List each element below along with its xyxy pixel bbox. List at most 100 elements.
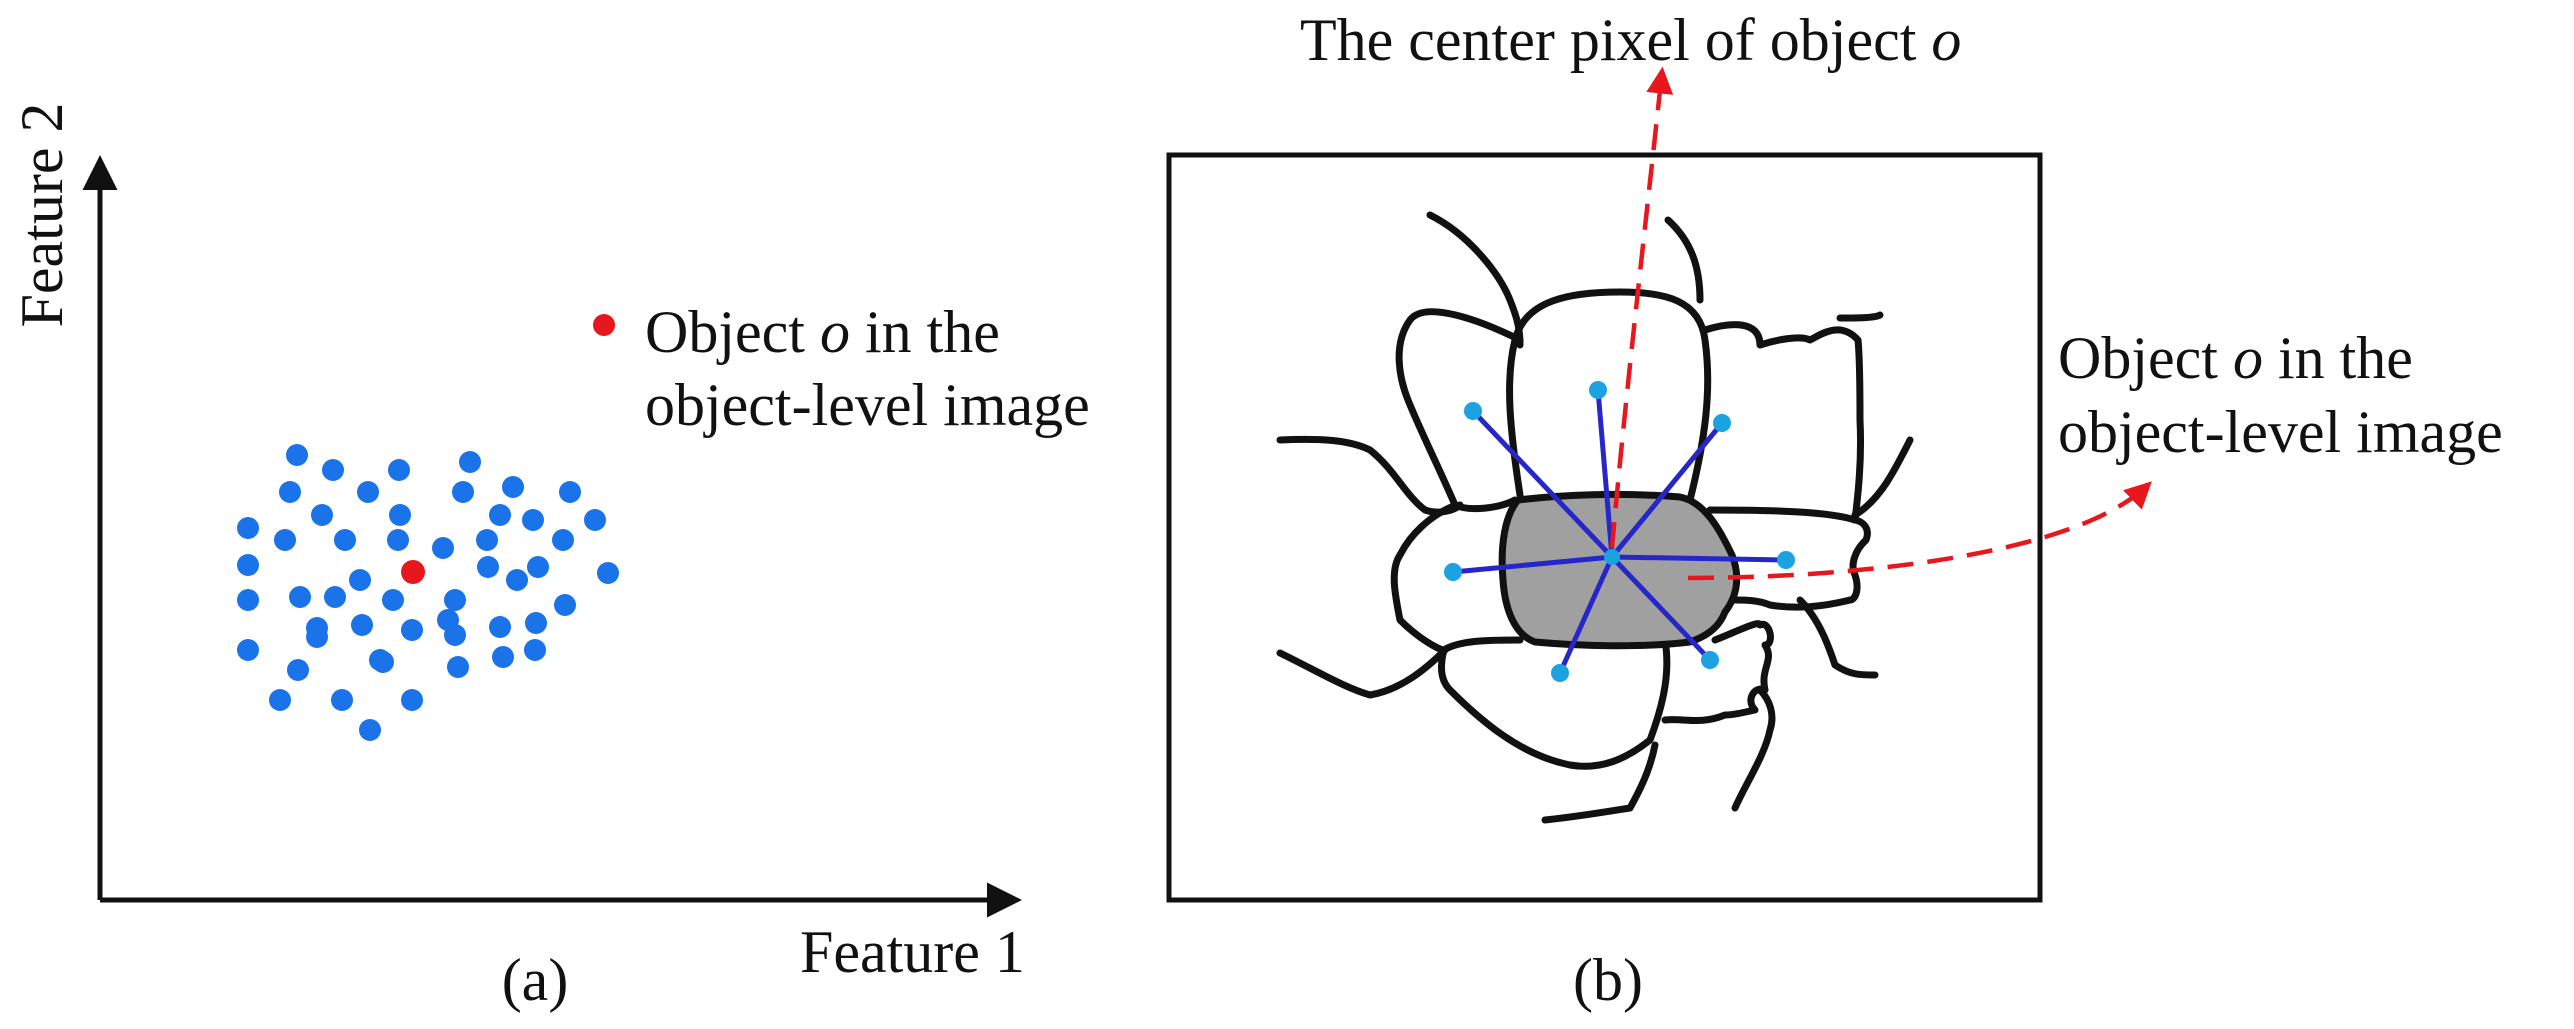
center-pixel-pointer-arrow [1609, 66, 1674, 549]
feature-point-37 [525, 612, 547, 634]
caption-a: (a) [502, 947, 569, 1013]
feature-point-14 [584, 509, 606, 531]
legend-label-line2: object-level image [645, 372, 1090, 438]
boundary-top-left [1426, 211, 1524, 349]
feature-point-47 [447, 656, 469, 678]
feature-point-33 [554, 594, 576, 616]
feature-point-24 [477, 556, 499, 578]
feature-point-30 [324, 586, 346, 608]
feature-point-7 [452, 481, 474, 503]
feature-point-6 [357, 481, 379, 503]
feature-point-49 [269, 689, 291, 711]
feature-point-26 [349, 569, 371, 591]
link-to-neighbor-6 [1557, 554, 1615, 676]
boundary-left [1276, 435, 1464, 516]
segment-left [1390, 501, 1524, 654]
feature-point-29 [289, 586, 311, 608]
boundary-upper-right-short [1836, 311, 1884, 322]
feature-point-48 [372, 651, 394, 673]
feature-point-40 [237, 639, 259, 661]
neighbor-center-5 [1701, 651, 1719, 669]
feature-point-cluster [237, 444, 619, 741]
feature-point-13 [522, 509, 544, 531]
feature-point-8 [502, 476, 524, 498]
segment-top-right [1701, 321, 1865, 524]
boundary-top-right [1664, 216, 1704, 304]
feature-point-21 [552, 529, 574, 551]
x-axis-label: Feature 1 [800, 919, 1025, 985]
segment-bottom-right [1661, 620, 1774, 724]
feature-point-19 [432, 537, 454, 559]
boundary-left-lower [1276, 646, 1449, 699]
feature-point-18 [387, 529, 409, 551]
boundary-right-lower [1796, 596, 1879, 679]
feature-point-32 [444, 589, 466, 611]
feature-point-2 [322, 459, 344, 481]
feature-point-46 [492, 646, 514, 668]
feature-point-50 [331, 689, 353, 711]
segment-right [1731, 516, 1871, 611]
feature-point-41 [306, 626, 328, 648]
neighbor-links [1450, 387, 1789, 676]
feature-point-43 [444, 624, 466, 646]
link-to-neighbor-7 [1450, 554, 1615, 575]
feature-point-34 [351, 614, 373, 636]
object-pointer-arrow [1687, 481, 2152, 581]
segment-bottom-left [1438, 636, 1671, 770]
feature-point-22 [527, 556, 549, 578]
feature-point-51 [401, 689, 423, 711]
feature-point-5 [279, 481, 301, 503]
feature-point-45 [287, 659, 309, 681]
feature-point-12 [489, 504, 511, 526]
feature-point-28 [237, 589, 259, 611]
object-label-line2: object-level image [2058, 399, 2503, 465]
feature-point-27 [597, 562, 619, 584]
feature-point-16 [274, 529, 296, 551]
neighbor-center-6 [1551, 664, 1569, 682]
object-label-line1: Object o in the [2058, 325, 2413, 391]
object-o-center-pixel [1604, 549, 1620, 565]
neighbor-center-2 [1589, 381, 1607, 399]
feature-point-25 [237, 554, 259, 576]
image-frame [1166, 152, 2043, 903]
neighbor-center-1 [1464, 402, 1482, 420]
feature-point-4 [459, 451, 481, 473]
center-pixel-label: The center pixel of object o [1300, 7, 1961, 73]
object-o-point [401, 560, 425, 584]
feature-point-52 [359, 719, 381, 741]
feature-point-17 [334, 529, 356, 551]
legend-label-line1: Object o in the [645, 299, 1000, 365]
object-o-region [1498, 490, 1741, 650]
feature-point-23 [506, 569, 528, 591]
link-to-neighbor-1 [1470, 408, 1615, 560]
feature-point-1 [286, 444, 308, 466]
neighbor-center-7 [1444, 563, 1462, 581]
feature-point-38 [401, 619, 423, 641]
boundary-bottom [1541, 741, 1659, 824]
legend-marker [593, 314, 615, 336]
link-to-neighbor-2 [1595, 387, 1615, 560]
feature-point-44 [524, 639, 546, 661]
segment-top [1506, 288, 1712, 504]
neighbor-center-4 [1777, 551, 1795, 569]
link-to-neighbor-5 [1609, 554, 1713, 663]
panel-b: The center pixel of object o Object o in… [1166, 7, 2503, 1013]
segment-boundaries [1276, 211, 1914, 824]
feature-point-39 [489, 616, 511, 638]
segment-top-left [1395, 308, 1524, 513]
neighbor-center-3 [1713, 414, 1731, 432]
feature-point-31 [382, 589, 404, 611]
feature-point-11 [389, 504, 411, 526]
feature-point-15 [237, 517, 259, 539]
link-to-neighbor-3 [1609, 420, 1725, 560]
y-axis-label: Feature 2 [9, 103, 75, 328]
neighbor-centers [1444, 381, 1795, 682]
feature-point-20 [476, 529, 498, 551]
feature-point-10 [311, 504, 333, 526]
panel-a: Feature 2 Feature 1 (a) Object o in the … [9, 103, 1090, 1013]
boundary-bottom-right [1731, 686, 1776, 812]
feature-point-3 [388, 459, 410, 481]
caption-b: (b) [1573, 947, 1643, 1013]
boundary-right-upper [1851, 436, 1914, 519]
